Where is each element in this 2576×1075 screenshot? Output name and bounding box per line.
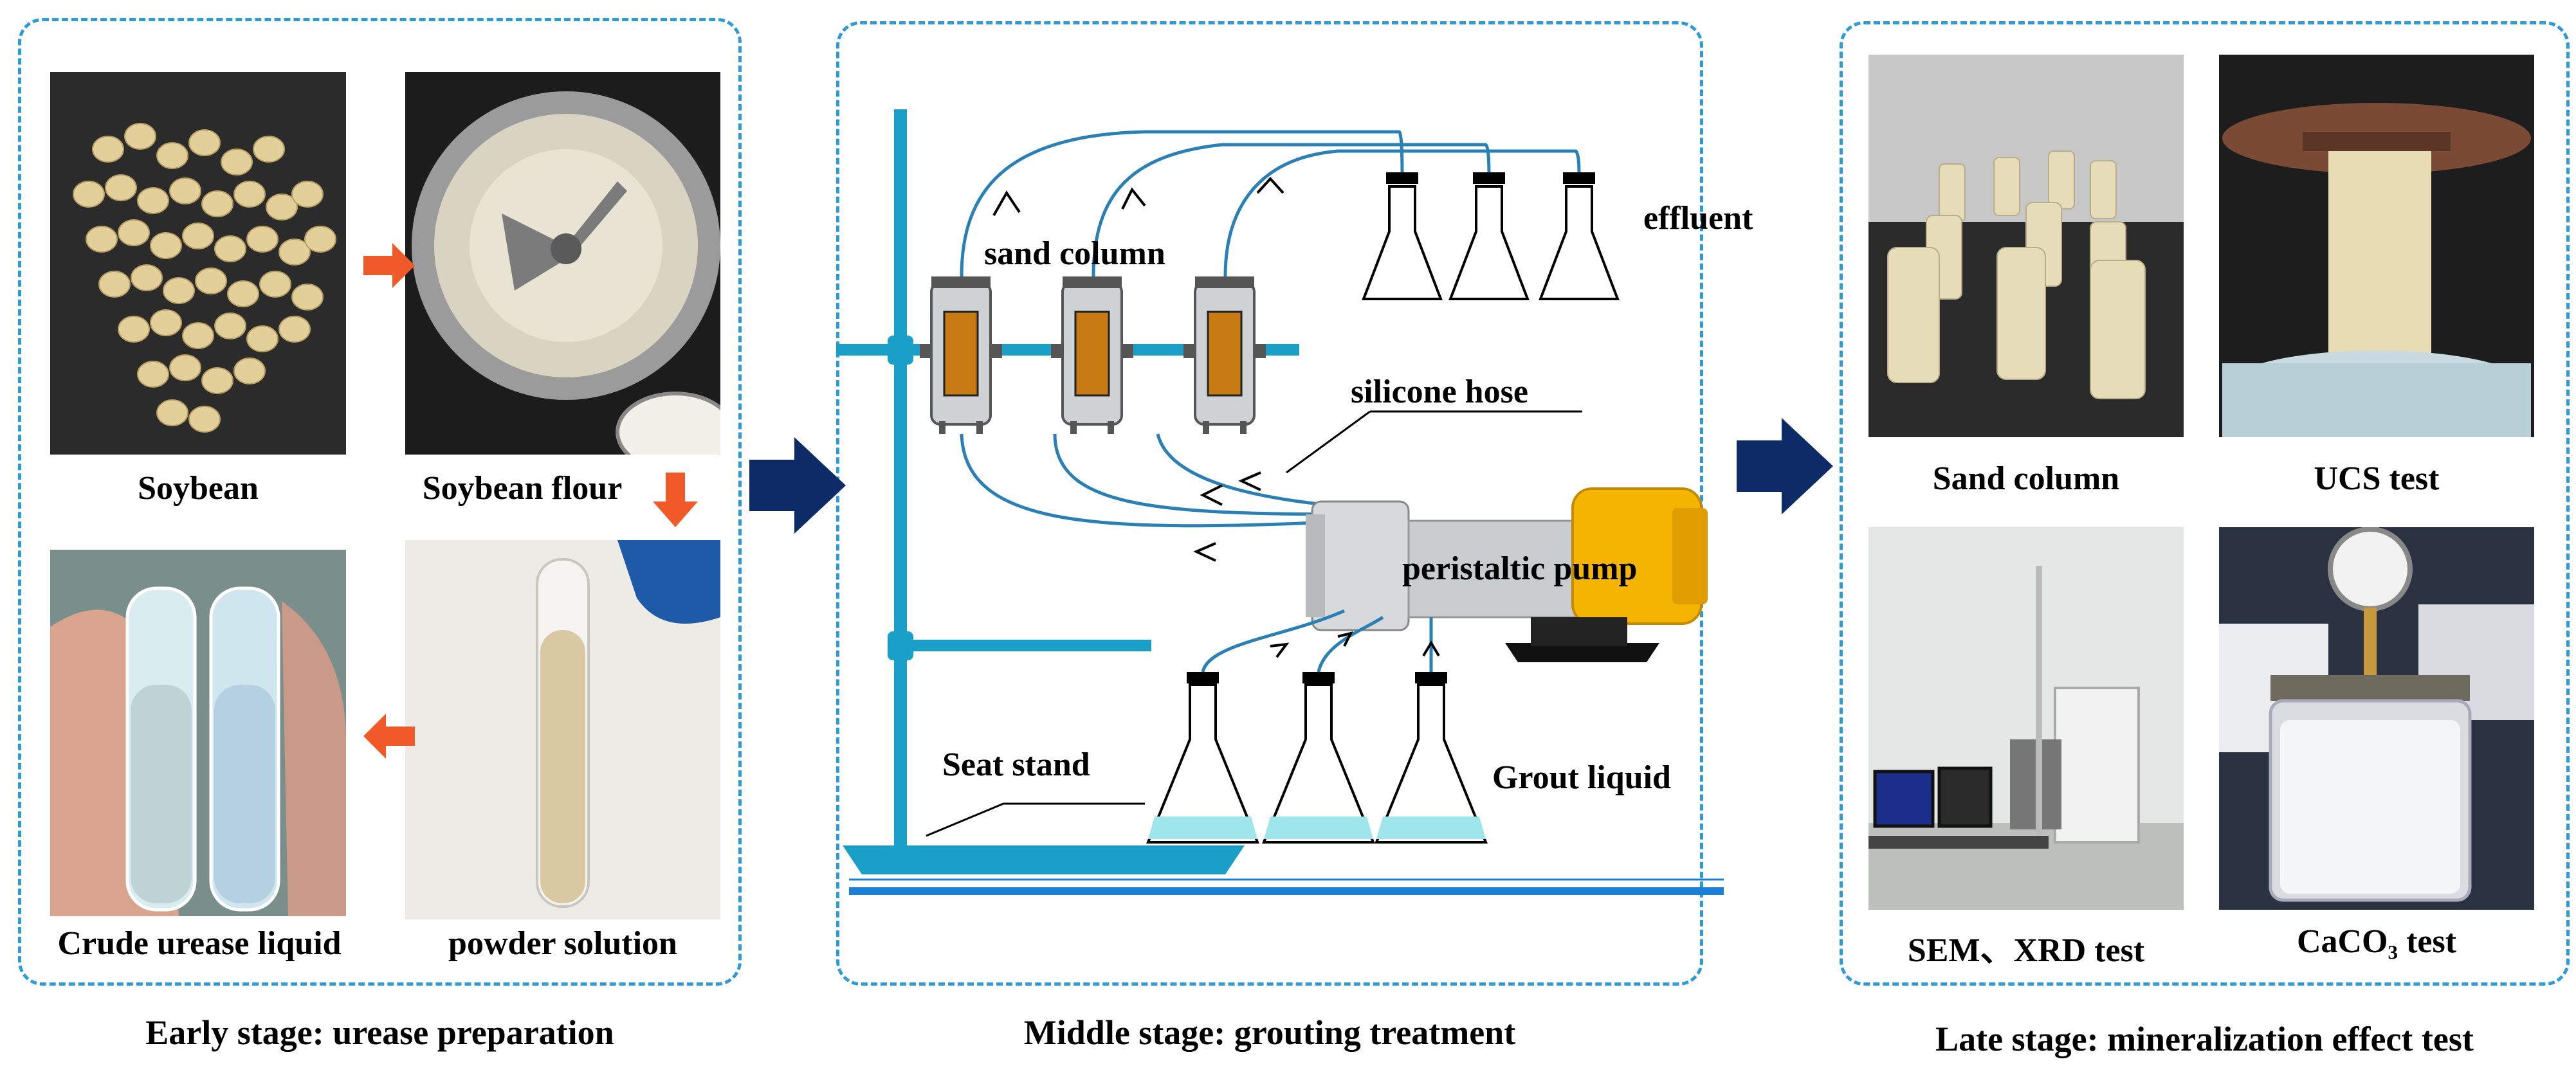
- early-stage-caption: Early stage: urease preparation: [145, 1013, 614, 1052]
- powder-solution-label: powder solution: [448, 925, 677, 962]
- effluent-hoses: [960, 130, 1581, 277]
- middle-stage-caption: Middle stage: grouting treatment: [1023, 1013, 1516, 1052]
- grout-liquid-label: Grout liquid: [1492, 759, 1671, 796]
- effluent-flasks: [1362, 185, 1620, 300]
- ucs-test-label: UCS test: [2314, 460, 2440, 497]
- silicone-hose-label: silicone hose: [1351, 374, 1528, 410]
- grout-flasks: [1146, 672, 1488, 844]
- step-arrow-left: [363, 714, 415, 759]
- soybean-photo: [50, 72, 346, 455]
- inflow-hoses: [960, 433, 1358, 528]
- sand-column-photo: [1868, 55, 2184, 437]
- ucs-test-photo: [2219, 55, 2534, 437]
- crude-urease-label: Crude urease liquid: [57, 925, 342, 962]
- sem-xrd-label: SEM、XRD test: [1907, 932, 2145, 969]
- peristaltic-pump: [1306, 487, 1708, 662]
- late-stage-panel: [1840, 21, 2570, 986]
- sand-column-test-label: Sand column: [1932, 460, 2120, 497]
- sand-column-label: sand column: [984, 235, 1165, 272]
- peristaltic-pump-label: peristaltic pump: [1402, 550, 1638, 587]
- caco3-test-label: CaCO₃ test: [2296, 923, 2457, 960]
- sand-column-2: [1061, 276, 1123, 434]
- early-stage-panel: [18, 18, 742, 986]
- bench-line: [849, 887, 1724, 895]
- late-stage-caption: Late stage: mineralization effect test: [1935, 1020, 2474, 1058]
- caco3-test-photo: [2219, 527, 2534, 910]
- sand-column-3: [1194, 276, 1256, 434]
- sand-column-1: [930, 276, 992, 434]
- step-arrow-right: [363, 243, 415, 288]
- stage-arrow-1: [749, 437, 846, 534]
- seat-stand-label: Seat stand: [942, 746, 1090, 783]
- soybean-label: Soybean: [138, 470, 259, 507]
- crude-urease-photo: [50, 550, 346, 916]
- stage-arrow-2: [1737, 418, 1833, 514]
- step-arrow-down: [653, 473, 698, 527]
- soybean-flour-photo: [405, 72, 720, 455]
- powder-solution-photo: [405, 540, 720, 919]
- sem-xrd-photo: [1868, 527, 2184, 910]
- effluent-label: effluent: [1643, 200, 1753, 237]
- soybean-flour-label: Soybean flour: [422, 470, 623, 507]
